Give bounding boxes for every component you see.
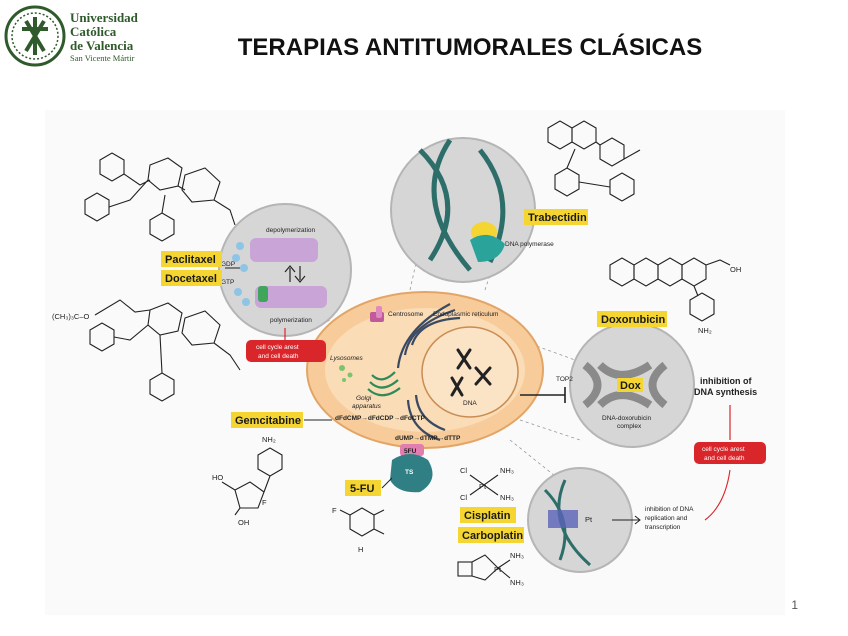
inhibition-label-1: inhibition of xyxy=(700,376,752,386)
cis-nh3-label-1: NH₃ xyxy=(500,466,514,475)
gem-f-label: F xyxy=(262,498,267,507)
fu-f-label: F xyxy=(332,506,337,515)
fu-pathway: dUMP→dTMP→dTTP xyxy=(395,435,461,442)
fu-small-label: 5FU xyxy=(404,448,417,455)
docetaxel-tag: Docetaxel xyxy=(165,273,217,285)
cisplatin-tag: Cisplatin xyxy=(464,510,511,522)
gem-nh2-label: NH₂ xyxy=(262,435,276,444)
cell-arrest-text-1a: cell cycle arest xyxy=(256,344,299,351)
gemcitabine-pathway: dFdCMP→dFdCDP→dFdCTP xyxy=(335,415,426,422)
trabectidin-tag: Trabectidin xyxy=(528,212,587,224)
paclitaxel-tag: Paclitaxel xyxy=(165,254,216,266)
polymerization-label: polymerization xyxy=(270,317,312,324)
carbo-pt-label: Pt xyxy=(494,565,502,574)
er-label: Endoplasmic reticulum xyxy=(433,311,498,318)
doxo-nh2-label: NH₂ xyxy=(698,326,712,335)
fu-tag: 5-FU xyxy=(350,483,375,495)
carbo-nh3-label-1: NH₃ xyxy=(510,551,524,560)
cell-arrest-text-2b: and cell death xyxy=(704,455,745,462)
cell-arrest-text-1b: and cell death xyxy=(258,353,299,360)
cis-cl-label-2: Cl xyxy=(460,493,467,502)
cis-cl-label-1: Cl xyxy=(460,466,467,475)
inhibit-rep-2: replication and xyxy=(645,515,688,522)
golgi-label-1: Golgi xyxy=(356,395,372,402)
docetaxel-tbu-label: (CH₃)₃C–O xyxy=(52,312,90,321)
fu-h-label: H xyxy=(358,545,363,554)
cis-nh3-label-2: NH₃ xyxy=(500,493,514,502)
gemcitabine-tag: Gemcitabine xyxy=(235,415,301,427)
doxo-oh-label: OH xyxy=(730,265,741,274)
dna-polymerase-label: DNA polymerase xyxy=(505,241,554,248)
depolymerization-label: depolymerization xyxy=(266,227,316,234)
inhibit-rep-3: transcription xyxy=(645,524,681,531)
carbo-nh3-label-2: NH₃ xyxy=(510,578,524,587)
gtp-label: GTP xyxy=(221,279,234,286)
dna-label: DNA xyxy=(463,400,477,407)
platinum-dna-bars xyxy=(548,510,578,528)
pt-center-label: Pt xyxy=(585,515,593,524)
inhibition-label-2: DNA synthesis xyxy=(694,387,757,397)
centrosome-label: Centrosome xyxy=(388,311,424,318)
cis-pt-label: Pt xyxy=(479,482,487,491)
page-number: 1 xyxy=(791,598,798,612)
carboplatin-tag: Carboplatin xyxy=(462,530,523,542)
top2-label: TOP2 xyxy=(556,376,573,383)
dox-label: Dox xyxy=(620,380,642,392)
cell-arrest-text-2a: cell cycle arest xyxy=(702,446,745,453)
doxorubicin-tag: Doxorubicin xyxy=(601,314,665,326)
gdp-label: GDP xyxy=(221,261,235,268)
complex-label-2: complex xyxy=(617,423,642,430)
gem-ho-label: HO xyxy=(212,473,223,482)
lysosomes-label: Lysosomes xyxy=(330,355,364,362)
gem-oh-label: OH xyxy=(238,518,249,527)
golgi-label-2: apparatus xyxy=(352,403,382,410)
ts-label: TS xyxy=(405,469,414,476)
inhibit-rep-1: inhibition of DNA xyxy=(645,506,694,513)
complex-label-1: DNA-doxorubicin xyxy=(602,415,652,422)
